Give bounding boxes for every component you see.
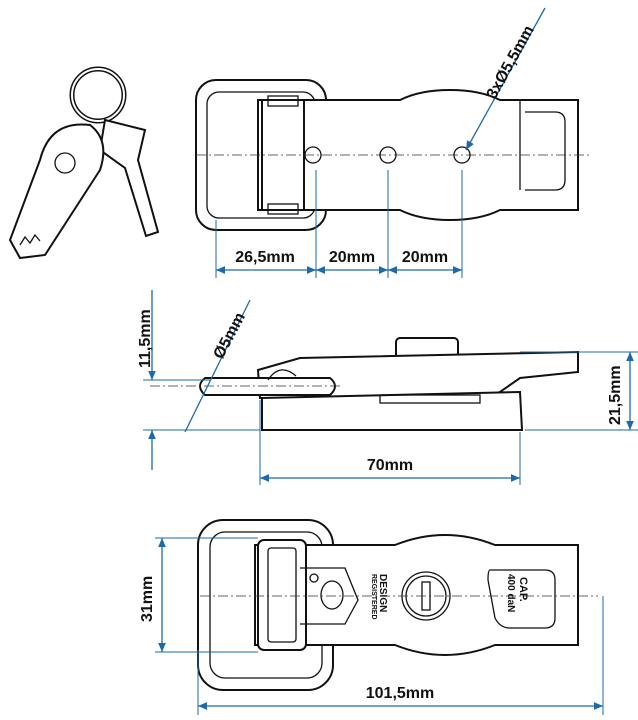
design-marking: DESIGN xyxy=(377,574,388,612)
dim-side-height-right: 21,5mm xyxy=(607,365,624,425)
side-view xyxy=(143,290,638,485)
dim-top-c: 20mm xyxy=(402,249,448,266)
dim-pin-diameter: Ø5mm xyxy=(211,310,249,362)
keys-illustration xyxy=(8,66,160,260)
registered-marking: REGISTERED xyxy=(370,574,377,620)
top-view xyxy=(195,7,590,278)
dim-side-length: 70mm xyxy=(367,457,413,474)
dim-top-a: 26,5mm xyxy=(235,249,295,266)
dim-side-height-left: 11,5mm xyxy=(137,309,154,368)
dim-holes: 3xØ5,5mm xyxy=(484,23,538,102)
dim-width: 31mm xyxy=(139,576,156,622)
capacity-marking-2: 400 daN xyxy=(505,574,516,612)
dim-length: 101,5mm xyxy=(366,685,435,702)
capacity-marking-1: CAP. xyxy=(517,577,529,602)
bottom-view xyxy=(155,519,604,715)
dim-top-b: 20mm xyxy=(329,249,375,266)
